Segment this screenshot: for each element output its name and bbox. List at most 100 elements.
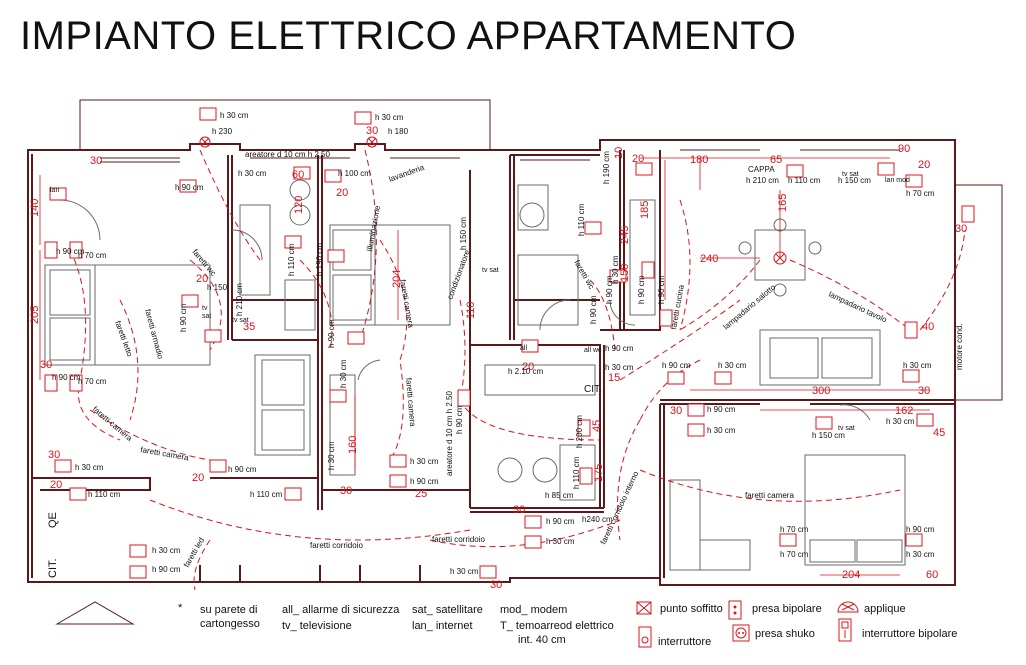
dim-label: 30 xyxy=(955,223,967,235)
dim-label: 30 xyxy=(918,385,930,397)
dim-label: 20 xyxy=(336,187,348,199)
bipolar-socket-icon xyxy=(728,600,742,620)
circuit-label: faretti armadio xyxy=(143,308,165,360)
dim-label: 60 xyxy=(292,169,304,181)
height-label: h 90 cm xyxy=(56,247,85,256)
tv-sat-label: tv sat xyxy=(232,317,249,324)
dim-label: 150 xyxy=(619,264,631,282)
dim-label: 30 xyxy=(90,155,102,167)
circuit-label: faretti camera xyxy=(398,279,415,329)
legend-sat: sat_ satellitare xyxy=(412,604,483,616)
dim-label: 204 xyxy=(391,270,403,288)
dim-label: 60 xyxy=(926,569,938,581)
height-label: h 30 cm xyxy=(707,426,736,435)
dim-label: 240 xyxy=(700,253,718,265)
height-label: h 90 cm xyxy=(662,361,691,370)
dim-label: 30 xyxy=(40,359,52,371)
height-label: h 150 xyxy=(207,283,228,292)
legend-lan: lan_ internet xyxy=(412,620,473,632)
dim-label: 20 xyxy=(918,159,930,171)
height-label: h 30 cm xyxy=(238,169,267,178)
dim-label: 20 xyxy=(196,273,208,285)
height-label: h 90 cm xyxy=(455,405,464,434)
height-label: h 110 cm xyxy=(250,490,283,499)
tv-sat-label: tv sat xyxy=(482,267,499,274)
height-label: h 30 cm xyxy=(450,567,479,576)
height-label: h 30 cm xyxy=(339,359,348,388)
height-label: h 30 cm xyxy=(886,417,915,426)
legend-modem: mod_ modem xyxy=(500,604,568,616)
dim-label: 120 xyxy=(293,196,305,214)
height-label: h 90 cm xyxy=(546,517,575,526)
applique-icon xyxy=(837,601,859,613)
dim-label: 20 xyxy=(632,153,644,165)
height-label: h 70 cm xyxy=(780,525,809,534)
room-label: lavanderia xyxy=(388,163,426,184)
circuit-label: condizionatore xyxy=(445,248,471,300)
height-label: h 90 cm xyxy=(707,405,736,414)
height-label: h 70 cm xyxy=(78,251,107,260)
circuit-label: Illuminazione xyxy=(365,204,382,252)
circuit-label: faretti corridoio xyxy=(310,541,363,550)
height-label: h 90 cm xyxy=(410,477,439,486)
bipolar-switch-icon xyxy=(838,618,852,642)
dim-label: 35 xyxy=(243,321,255,333)
height-label: h 110 cm xyxy=(577,203,586,236)
height-label: h 190 cm xyxy=(602,151,611,184)
dim-label: 180 xyxy=(690,154,708,166)
height-label: h 210 cm xyxy=(235,283,244,316)
height-label: h 30 cm xyxy=(152,546,181,555)
legend-bipolar-socket: presa bipolare xyxy=(752,603,822,615)
motor-label: motore cond. xyxy=(955,323,964,370)
dim-label: 205 xyxy=(29,306,41,324)
dim-label: 10 xyxy=(613,147,625,159)
circuit-label: faretti camera xyxy=(91,405,135,444)
door-swings xyxy=(59,199,871,421)
height-label: h 2.10 cm xyxy=(508,367,543,376)
height-label: h 190 cm xyxy=(315,243,324,276)
height-label: h 150 cm xyxy=(838,176,871,185)
tv-label: tv xyxy=(202,305,208,312)
height-label: h 180 xyxy=(388,127,409,136)
lan-mod-label: lan mod xyxy=(885,177,910,184)
dim-label: 45 xyxy=(933,427,945,439)
legend-applique: applique xyxy=(864,603,906,615)
dim-label: 140 xyxy=(29,199,41,217)
circuit-label: faretti cucina xyxy=(669,284,686,331)
dim-label: 90 xyxy=(898,143,910,155)
height-label: h 150 cm xyxy=(812,431,845,440)
dim-label: 20 xyxy=(522,361,534,373)
legend-star: * xyxy=(178,602,183,614)
height-label: h 230 xyxy=(212,127,233,136)
dim-label: 162 xyxy=(895,405,913,417)
height-label: h 30 cm xyxy=(75,463,104,472)
circuit-label: faretti camera xyxy=(745,491,794,500)
citofono-label: CIT. xyxy=(584,384,602,395)
dim-label: 204 xyxy=(842,569,860,581)
height-label: h 150 cm xyxy=(459,217,468,250)
height-label: h 90 cm xyxy=(605,275,614,304)
height-label: h 70 cm xyxy=(78,377,107,386)
height-label: h 90 cm xyxy=(327,319,336,348)
legend-tv: tv_ televisione xyxy=(282,620,352,632)
dim-label: 20 xyxy=(50,479,62,491)
dim-label: 110 xyxy=(465,301,477,319)
lan-label: lan xyxy=(50,187,59,194)
dim-label: 30 xyxy=(670,405,682,417)
dim-label: 175 xyxy=(593,464,605,482)
dim-label: 30 xyxy=(340,485,352,497)
legend-alarm: all_ allarme di sicurezza xyxy=(282,604,400,616)
legend-schuko-socket: presa shuko xyxy=(755,628,815,640)
dimension-lines xyxy=(39,157,930,576)
dim-label: 40 xyxy=(922,321,934,333)
height-label: h 100 cm xyxy=(338,169,371,178)
tv-sat-label: tv sat xyxy=(838,425,855,432)
height-label: h 30 cm xyxy=(546,537,575,546)
height-label: h 210 cm xyxy=(746,176,779,185)
height-label: h 110 cm xyxy=(88,490,121,499)
page-title: IMPIANTO ELETTRICO APPARTAMENTO xyxy=(20,14,797,58)
height-label: h 90 cm xyxy=(52,373,81,382)
height-label: h 90 cm xyxy=(175,183,204,192)
legend-drywall-2: cartongesso xyxy=(200,618,260,630)
height-label: h 110 cm xyxy=(572,456,581,489)
